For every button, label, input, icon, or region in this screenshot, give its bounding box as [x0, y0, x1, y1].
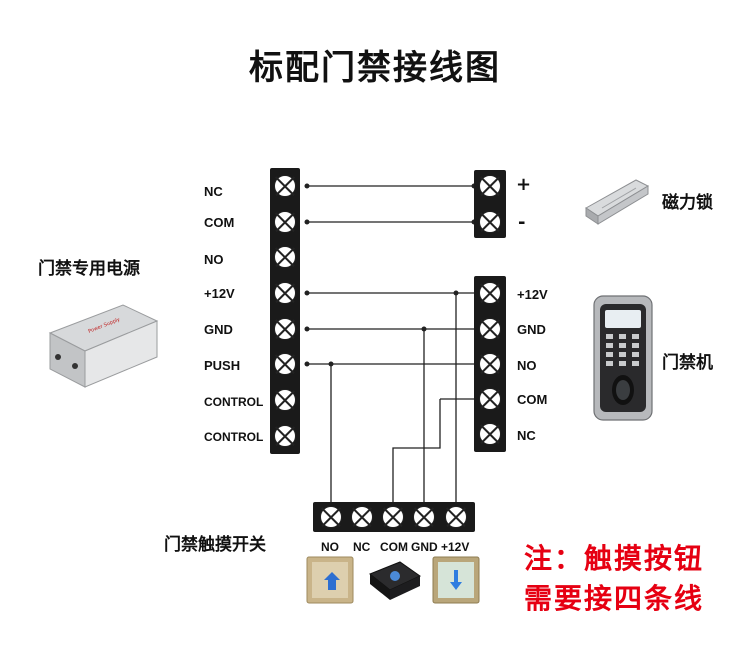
switch-label-nc: NC [353, 540, 371, 554]
lock-label: 磁力锁 [662, 193, 713, 213]
screw-terminal [274, 246, 296, 268]
reader-label-no: NO [517, 358, 537, 373]
screw-terminal [274, 282, 296, 304]
terminal-label-com: COM [204, 215, 235, 230]
wire-reader-com-switch [392, 399, 441, 503]
reader-label-nc: NC [517, 428, 536, 443]
reader-label-com: COM [517, 392, 548, 407]
screw-terminal [351, 506, 373, 528]
screw-terminal [479, 211, 501, 233]
screw-terminal [479, 353, 501, 375]
screw-terminal [479, 175, 501, 197]
power-supply-icon: Power Supply [48, 304, 159, 388]
screw-terminal [479, 388, 501, 410]
screw-terminal [479, 318, 501, 340]
screw-terminal [274, 425, 296, 447]
access-control-reader-icon [593, 295, 653, 421]
screw-terminal [274, 318, 296, 340]
screw-terminal [445, 506, 467, 528]
power-supply-label: 门禁专用电源 [38, 259, 140, 279]
switch-label-no: NO [321, 540, 339, 554]
screw-terminal [274, 353, 296, 375]
switch-label-gnd: GND [411, 540, 438, 554]
diagram-title: 标配门禁接线图 [249, 48, 501, 88]
touch-switch-gold-icon [306, 556, 354, 604]
terminal-label-control-2: CONTROL [204, 430, 264, 444]
switch-label-12v: +12V [441, 540, 470, 554]
terminal-label-nc: NC [204, 184, 223, 199]
reader-label-gnd: GND [517, 322, 546, 337]
screw-terminal [320, 506, 342, 528]
magnetic-lock-icon [585, 179, 650, 225]
lock-label-plus: + [516, 174, 532, 195]
switch-label-com: COM [380, 540, 408, 554]
screw-terminal [274, 175, 296, 197]
lock-label-minus: - [518, 212, 526, 233]
screw-terminal [382, 506, 404, 528]
terminal-label-gnd: GND [204, 322, 233, 337]
screw-terminal [413, 506, 435, 528]
terminal-label-push: PUSH [204, 358, 241, 373]
reader-label: 门禁机 [662, 353, 713, 373]
screw-terminal [274, 389, 296, 411]
reader-label-12v: +12V [517, 287, 548, 302]
terminal-label-no: NO [204, 252, 224, 267]
terminal-label-12v: +12V [204, 286, 235, 301]
terminal-label-control-1: CONTROL [204, 395, 264, 409]
screw-terminal [479, 282, 501, 304]
touch-switch-black-icon [369, 561, 421, 600]
screw-terminal [479, 423, 501, 445]
touch-switch-lit-icon [432, 556, 480, 604]
screw-terminal [274, 211, 296, 233]
switch-label: 门禁触摸开关 [164, 535, 266, 555]
note-line-1: 注：触摸按钮 [524, 542, 705, 575]
note-line-2: 需要接四条线 [524, 582, 705, 615]
